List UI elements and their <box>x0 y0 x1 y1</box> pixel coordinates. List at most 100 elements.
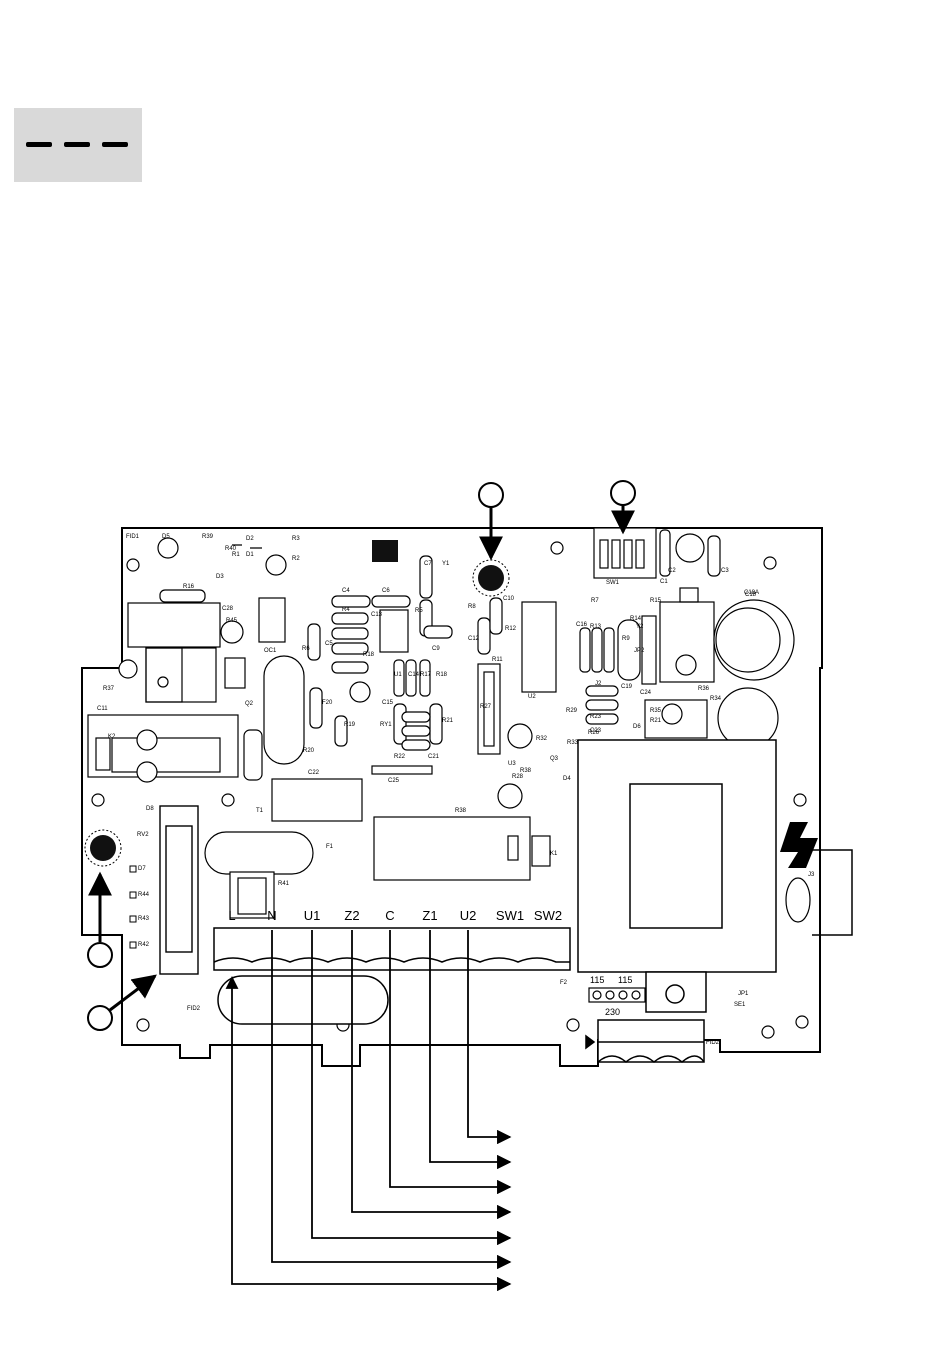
silkscreen-label: R6 <box>302 646 310 652</box>
silkscreen-label: C24 <box>640 690 652 696</box>
component-cluster-top-left <box>118 537 287 703</box>
silkscreen-label: SW1 <box>606 580 620 586</box>
terminal-wires <box>225 930 512 1292</box>
terminal-label: Z2 <box>344 908 359 923</box>
silkscreen-label: D3 <box>216 574 224 580</box>
display-segment <box>102 142 128 147</box>
silkscreen-label: R42 <box>138 942 150 948</box>
silkscreen-label: K2 <box>108 734 116 740</box>
silkscreen-label: R8 <box>468 604 476 610</box>
silkscreen-label: C16 <box>576 622 588 628</box>
silkscreen-label: R13 <box>590 624 602 630</box>
silkscreen-label: T1 <box>256 808 264 814</box>
silkscreen-label: R9 <box>622 636 630 642</box>
silkscreen-label: R26 <box>588 730 600 736</box>
silkscreen-label: D5 <box>162 534 170 540</box>
terminal-label: SW2 <box>534 908 562 923</box>
silkscreen-label: D2 <box>246 536 254 542</box>
wire-c <box>389 930 512 1195</box>
jumper-label-bottom: 230 <box>605 1007 620 1017</box>
indicator-leds <box>129 865 137 949</box>
fuse-f1 <box>159 805 199 975</box>
silkscreen-label: R21 <box>442 718 454 724</box>
component-cluster-center <box>243 555 557 809</box>
callout-buzzer <box>472 482 510 597</box>
silkscreen-label: FID1 <box>126 534 140 540</box>
silkscreen-label: RY1 <box>380 722 392 728</box>
display-segment <box>26 142 52 147</box>
silkscreen-label: C12 <box>468 636 480 642</box>
silkscreen-label: R14 <box>630 616 642 622</box>
silkscreen-label: R32 <box>536 736 548 742</box>
silkscreen-label: R18 <box>363 652 375 658</box>
display-panel: - - - <box>14 108 142 182</box>
connector-j3 <box>585 1019 705 1063</box>
silkscreen-label: F2 <box>560 980 568 986</box>
silkscreen-label: R18 <box>436 672 448 678</box>
silkscreen-label: R5 <box>415 608 423 614</box>
silkscreen-label: R34 <box>710 696 722 702</box>
fuse-f3 <box>785 877 811 923</box>
silkscreen-label: F20 <box>322 700 333 706</box>
silkscreen-label: R27 <box>480 704 492 710</box>
silkscreen-label: D1 <box>246 552 254 558</box>
silkscreen-label: R44 <box>138 892 150 898</box>
silkscreen-label: Y1 <box>442 561 450 567</box>
jumper-jp1 <box>588 987 646 1003</box>
silkscreen-label: C6 <box>382 588 390 594</box>
silkscreen-label: R12 <box>505 626 517 632</box>
silkscreen-label: R38 <box>520 768 532 774</box>
silkscreen-label: C9 <box>432 646 440 652</box>
silkscreen-label: U3 <box>508 761 516 767</box>
terminal-label: U1 <box>304 908 321 923</box>
silkscreen-label: R41 <box>278 881 290 887</box>
silkscreen-label: J3 <box>808 872 815 878</box>
silkscreen-label: Q3 <box>550 756 559 762</box>
silkscreen-label: R19 <box>344 722 356 728</box>
silkscreen-label: R37 <box>103 686 115 692</box>
terminal-block <box>213 927 571 971</box>
silkscreen-label: R4 <box>342 607 350 613</box>
silkscreen-label: C22 <box>308 770 320 776</box>
silkscreen-label: D4 <box>563 776 571 782</box>
silkscreen-label: R16 <box>183 584 195 590</box>
silkscreen-label: Y2 <box>636 624 644 630</box>
silkscreen-label: R20 <box>303 748 315 754</box>
silkscreen-label: R1 <box>232 552 240 558</box>
silkscreen-label: C2 <box>668 568 676 574</box>
silkscreen-label: K1 <box>550 851 558 857</box>
silkscreen-label: U2 <box>528 694 536 700</box>
silkscreen-label: F1 <box>326 844 334 850</box>
silkscreen-label: R11 <box>492 657 503 663</box>
terminal-label: C <box>385 908 394 923</box>
callout-fuse <box>87 974 157 1031</box>
silkscreen-label: Q2 <box>245 701 254 707</box>
silkscreen-label: C1 <box>660 579 668 585</box>
silkscreen-label: C23 <box>590 728 602 734</box>
silkscreen-label: R45 <box>226 618 238 624</box>
silkscreen-label: C25 <box>388 778 400 784</box>
silkscreen-label: C7 <box>424 561 432 567</box>
silkscreen-label: R33 <box>567 740 579 746</box>
wire-n <box>271 930 512 1270</box>
silkscreen-label: D8 <box>146 806 154 812</box>
silkscreen-label: R40 <box>225 546 237 552</box>
silkscreen-label: R15 <box>650 598 662 604</box>
silkscreen-label: C5 <box>325 641 333 647</box>
silkscreen-label: C18A <box>744 590 759 596</box>
silkscreen-label: J2 <box>595 681 602 687</box>
silkscreen-label: D7 <box>138 866 146 872</box>
silkscreen-label: R3 <box>292 536 300 542</box>
silkscreen-label: FID2 <box>187 1006 201 1012</box>
terminal-l-marker <box>225 975 239 989</box>
silkscreen-label: R17 <box>420 672 432 678</box>
jumper-label-left: 115 <box>590 975 604 985</box>
callout-led <box>84 829 122 968</box>
manufacturer-logo <box>780 822 818 868</box>
silkscreen-label: R29 <box>566 708 578 714</box>
wire-l <box>231 985 512 1292</box>
transformer-t1 <box>577 739 777 1013</box>
silkscreen-label: C4 <box>342 588 350 594</box>
terminal-label: L <box>228 908 235 923</box>
